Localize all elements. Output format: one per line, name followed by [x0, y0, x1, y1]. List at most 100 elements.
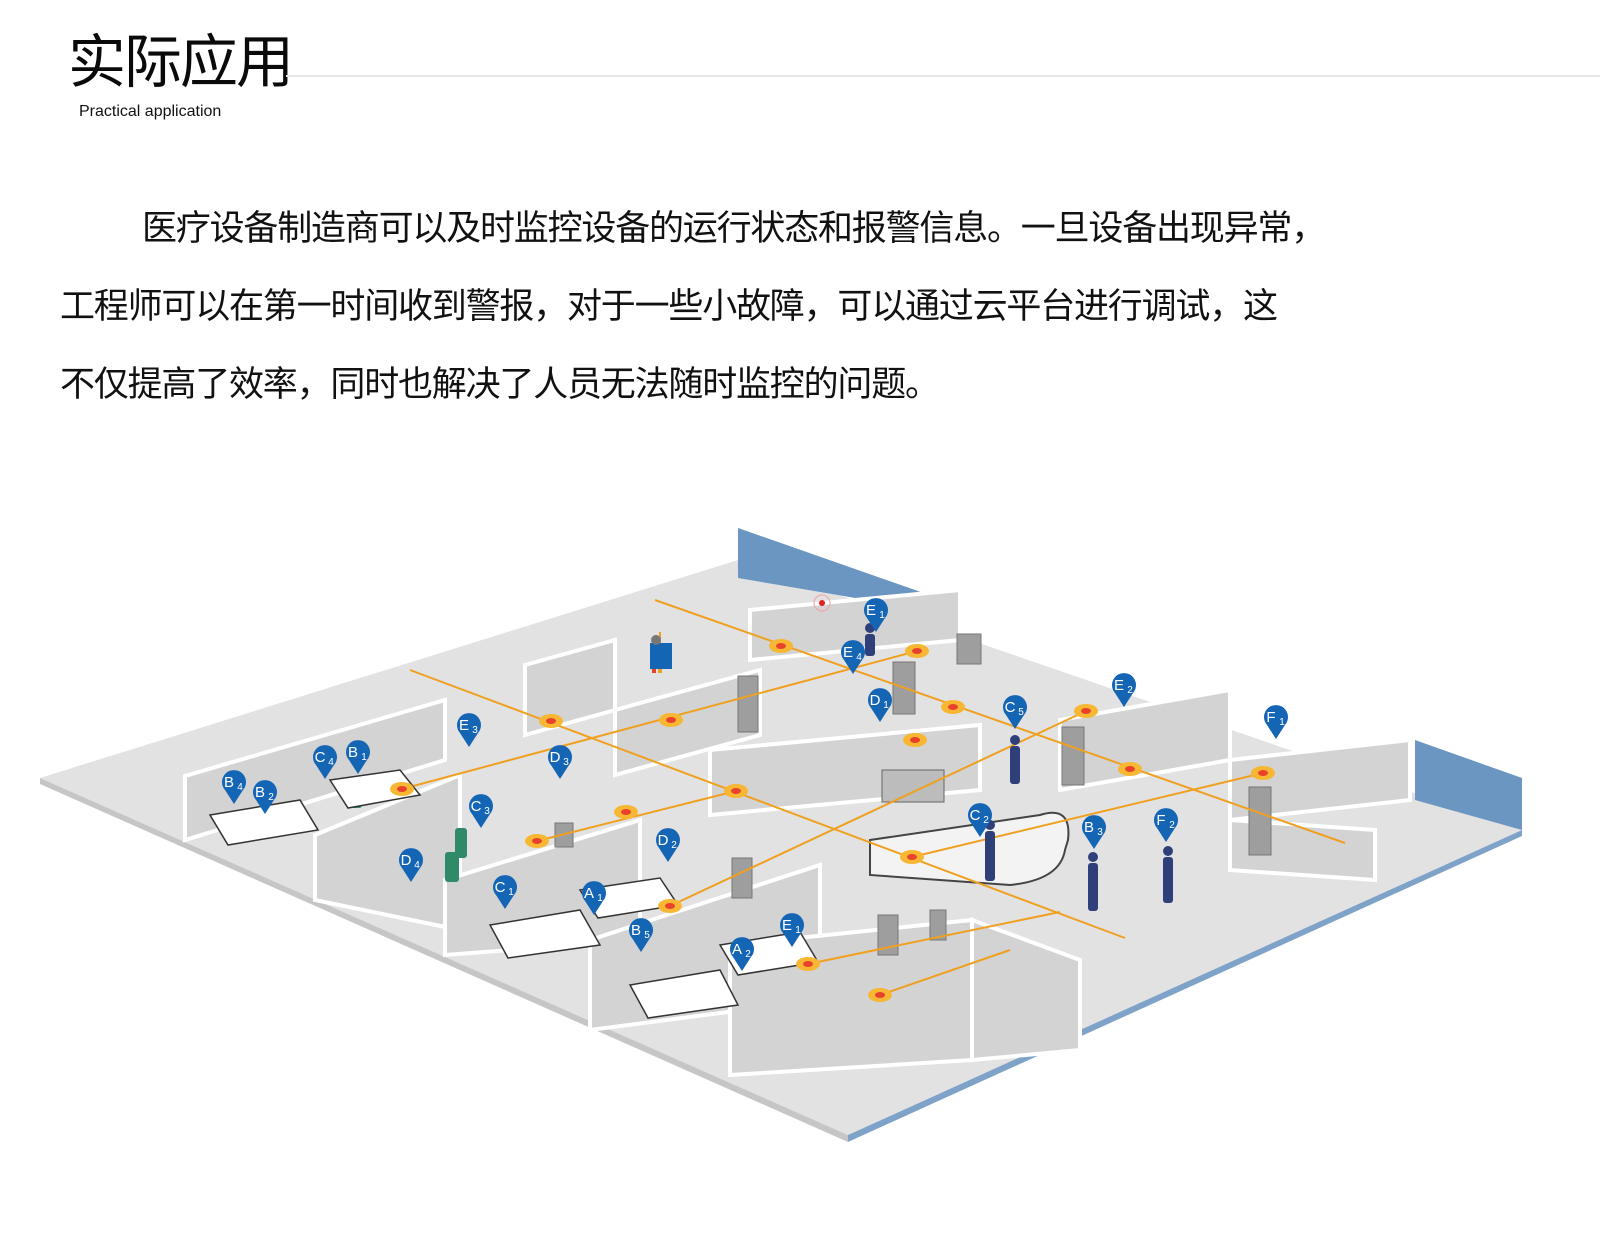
- sensor-node-icon: [903, 733, 927, 747]
- sensor-node-icon: [658, 899, 682, 913]
- marker-letter: B: [255, 784, 265, 801]
- marker-index: 4: [328, 757, 334, 768]
- marker-letter: B: [348, 744, 358, 761]
- marker-letter: E: [459, 717, 469, 734]
- marker-index: 3: [563, 757, 569, 768]
- marker-index: 4: [414, 860, 420, 871]
- marker-index: 2: [268, 792, 274, 803]
- marker-index: 2: [1169, 820, 1175, 831]
- marker-letter: A: [584, 885, 594, 902]
- marker-letter: D: [870, 692, 881, 709]
- sensor-node-icon: [868, 988, 892, 1002]
- marker-letter: C: [495, 879, 506, 896]
- marker-index: 1: [883, 700, 889, 711]
- marker-index: 5: [644, 930, 650, 941]
- marker-index: 5: [1018, 707, 1024, 718]
- title-divider: [286, 75, 1600, 77]
- marker-letter: C: [970, 807, 981, 824]
- marker-index: 2: [745, 949, 751, 960]
- marker-letter: D: [658, 832, 669, 849]
- sensor-node-icon: [769, 639, 793, 653]
- sensor-node-icon: [724, 784, 748, 798]
- marker-index: 1: [597, 893, 603, 904]
- line-1-text: 医疗设备制造商可以及时监控设备的运行状态和报警信息。一旦设备出现异常，: [142, 209, 1326, 249]
- sensor-node-icon: [659, 713, 683, 727]
- marker-letter: E: [782, 917, 792, 934]
- accent-walls: [738, 528, 1522, 830]
- marker-index: 1: [795, 925, 801, 936]
- page-title: 实际应用: [68, 28, 294, 96]
- marker-index: 3: [484, 806, 490, 817]
- sensor-node-icon: [614, 805, 638, 819]
- sensor-node-icon: [1074, 704, 1098, 718]
- marker-letter: B: [631, 922, 641, 939]
- server-cabinet-icon: [650, 635, 672, 673]
- marker-index: 4: [856, 652, 862, 663]
- marker-letter: E: [866, 602, 876, 619]
- marker-letter: C: [471, 798, 482, 815]
- page-subtitle: Practical application: [79, 103, 222, 120]
- marker-index: 1: [508, 887, 514, 898]
- description-paragraph: 医疗设备制造商可以及时监控设备的运行状态和报警信息。一旦设备出现异常， 工程师可…: [60, 190, 1530, 424]
- sensor-node-icon: [539, 714, 563, 728]
- marker-letter: B: [1084, 819, 1094, 836]
- paragraph-line-1: 医疗设备制造商可以及时监控设备的运行状态和报警信息。一旦设备出现异常，: [60, 190, 1530, 268]
- sensor-node-icon: [1118, 762, 1142, 776]
- sensor-node-icon: [796, 957, 820, 971]
- sensor-node-icon: [525, 834, 549, 848]
- marker-index: 2: [983, 815, 989, 826]
- sensor-node-icon: [905, 644, 929, 658]
- marker-letter: C: [1005, 699, 1016, 716]
- alarm-beacon-icon: [813, 594, 831, 612]
- marker-letter: B: [224, 774, 234, 791]
- marker-letter: E: [1114, 677, 1124, 694]
- marker-letter: D: [401, 852, 412, 869]
- marker-index: 1: [879, 610, 885, 621]
- marker-letter: F: [1156, 812, 1165, 829]
- staff-figures: [865, 623, 1173, 911]
- marker-index: 4: [237, 782, 243, 793]
- marker-index: 3: [1097, 827, 1103, 838]
- paragraph-line-2: 工程师可以在第一时间收到警报，对于一些小故障，可以通过云平台进行调试，这: [60, 287, 1278, 327]
- marker-letter: A: [732, 941, 742, 958]
- marker-letter: E: [843, 644, 853, 661]
- sensor-nodes: [390, 639, 1275, 1002]
- sensor-node-icon: [941, 700, 965, 714]
- marker-index: 2: [671, 840, 677, 851]
- sensor-node-icon: [900, 850, 924, 864]
- marker-index: 1: [1279, 717, 1285, 728]
- sensor-node-icon: [1251, 766, 1275, 780]
- marker-index: 2: [1127, 685, 1133, 696]
- room-walls: [183, 587, 1412, 1078]
- sensor-node-icon: [390, 782, 414, 796]
- marker-letter: D: [550, 749, 561, 766]
- paragraph-line-3: 不仅提高了效率，同时也解决了人员无法随时监控的问题。: [60, 365, 940, 405]
- marker-index: 3: [472, 725, 478, 736]
- marker-index: 1: [361, 752, 367, 763]
- marker-letter: F: [1266, 709, 1275, 726]
